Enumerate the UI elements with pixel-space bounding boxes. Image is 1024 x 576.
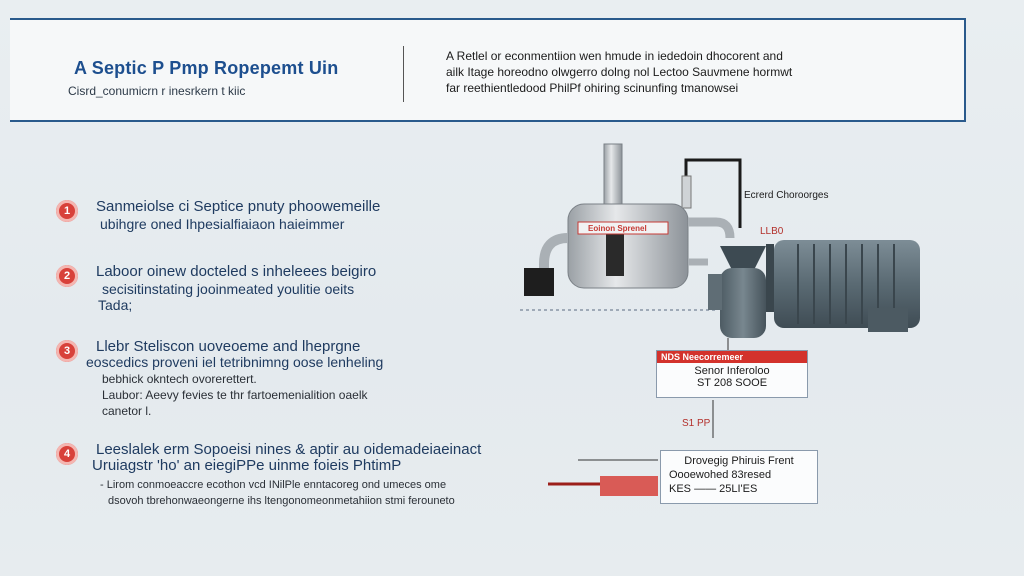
motor-coupling: [766, 244, 774, 312]
septic-tank: [567, 203, 689, 289]
number-badge-icon: 4: [56, 443, 78, 465]
tank-label-plate: [577, 221, 669, 235]
pump-diagram: Eoinon Sprenel Ecrerd Choroorges LLB0 S1…: [508, 138, 978, 518]
point-line: Laubor: Aeevy fevies te thr fartoemenial…: [102, 388, 368, 402]
point-heading: Leeslalek erm Sopoeisi nines & aptir au …: [96, 441, 482, 458]
vent-pipe: [603, 143, 623, 207]
pump-volute: [720, 268, 766, 338]
page-title: A Septic P Pmp Ropepemt Uin: [74, 58, 339, 78]
header-banner: A Septic P Pmp Ropepemt Uin Cisrd_conumi…: [10, 18, 966, 122]
motor-base: [868, 308, 908, 332]
pump-flange: [708, 274, 722, 310]
discharge-fitting: [600, 476, 658, 496]
bullet-item: - Lirom conmoeaccre ecothon vcd INilPle …: [100, 479, 447, 491]
red-note: S1 PP: [682, 418, 711, 429]
callout-line: Oooewohed 83resed: [669, 469, 772, 481]
description-line: ailk Itage horeodno olwgerro dolng nol L…: [446, 65, 793, 79]
callout-line: KES —— 25LI'ES: [669, 483, 758, 495]
callout-header: NDS Neecorremeer: [657, 351, 807, 363]
point-line: bebhick okntech ovorerettert.: [102, 372, 257, 386]
control-box: [524, 268, 554, 296]
callout-box-1: NDS Neecorremeer Senor Inferoloo ST 208 …: [656, 350, 808, 398]
point-line: Tada;: [98, 297, 133, 313]
header-description: A Retlel or econmentiion wen hmude in ie…: [446, 48, 916, 96]
number-badge-icon: 3: [56, 340, 78, 362]
point-heading: Sanmeiolse ci Septice pnuty phoowemeille: [96, 198, 381, 215]
header-divider: [403, 46, 404, 102]
point-line: Uruiagstr 'ho' an eiegiPPe uinme foieis …: [92, 457, 402, 474]
control-label: Ecrerd Choroorges: [744, 190, 829, 201]
point-line: ubihgre oned Ihpesialfiaiaon haieimmer: [100, 216, 345, 232]
inlet-pipe: [539, 233, 569, 274]
outlet-pipe: [688, 217, 735, 239]
point-line: secisitinstating jooinmeated youlitie oe…: [102, 281, 355, 297]
pump-illustration: [520, 143, 920, 496]
number-badge-icon: 2: [56, 265, 78, 287]
callout-line: Senor Inferoloo: [694, 365, 770, 377]
bullet-item: dsovoh tbrehonwaeongerne ihs ltengonomeo…: [108, 495, 455, 507]
callout-line: ST 208 SOOE: [696, 377, 768, 389]
point-line: eoscedics proveni iel tetribnimng oose l…: [86, 354, 384, 370]
point-heading: Llebr Steliscon uoveoeme and lheprgne: [96, 338, 361, 355]
number-badge-icon: 1: [56, 200, 78, 222]
tank-label: Eoinon Sprenel: [588, 224, 647, 233]
callout-line: Drovegig Phiruis Frent: [684, 455, 794, 467]
float-sensor: [681, 175, 692, 209]
code-label: LLB0: [760, 226, 784, 237]
description-line: far reethientledood PhilPf ohiring scinu…: [446, 81, 739, 95]
callout-box-2: Drovegig Phiruis Frent Oooewohed 83resed…: [660, 450, 818, 504]
description-line: A Retlel or econmentiion wen hmude in ie…: [446, 49, 783, 63]
tank-gauge: [606, 224, 624, 276]
page-subtitle: Cisrd_conumicrn r inesrkern t kiic: [68, 84, 246, 98]
point-heading: Laboor oinew docteled s inheleees beigir…: [96, 263, 377, 280]
point-line: canetor l.: [102, 404, 152, 418]
pump-inlet-funnel: [720, 246, 766, 270]
